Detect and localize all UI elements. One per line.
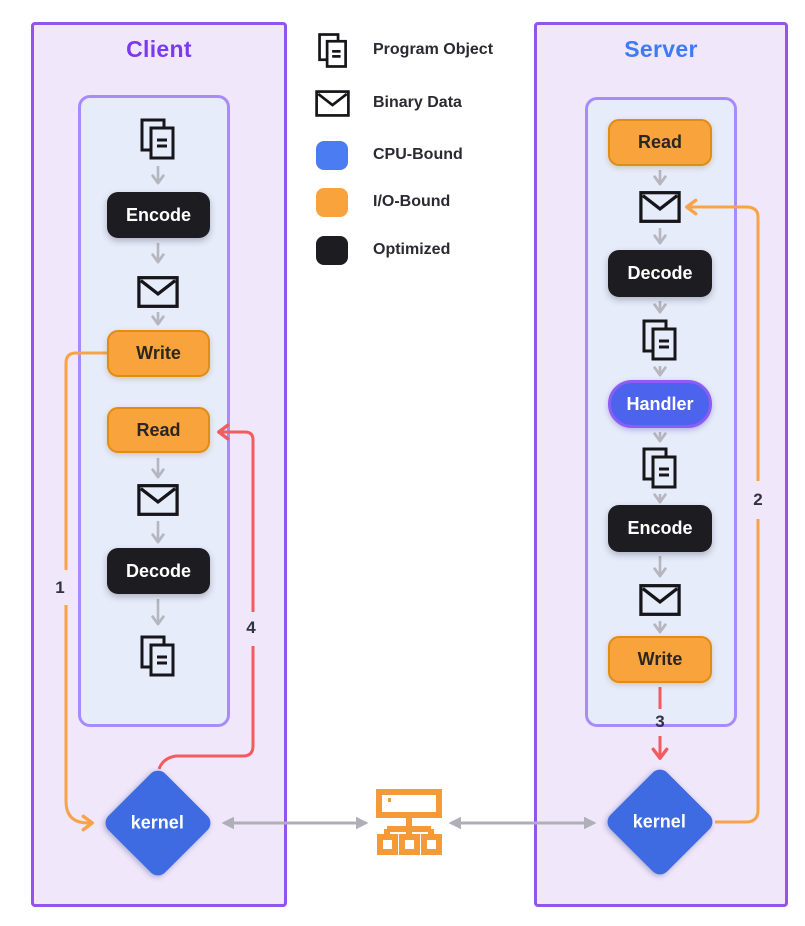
server-handler-label: Handler [626,393,694,414]
step4-line-upper-arrow [217,423,255,612]
client-program-object-icon-top [138,117,178,161]
legend-label-io-bound: I/O-Bound [373,193,451,210]
server-binary-data-icon-1 [639,190,681,224]
server-kernel-label: kernel [633,811,687,832]
step-1-label: 1 [55,578,65,597]
legend-label-optimized: Optimized [373,241,451,258]
optimized-swatch [316,236,348,265]
server-decode-label: Decode [627,263,693,283]
server-decode-node: Decode [608,250,712,297]
network-icon [374,789,444,855]
legend-label-binary-data: Binary Data [373,94,462,111]
client-write-node: Write [107,330,210,377]
server-handler-node: Handler [608,380,712,428]
client-read-label: Read [136,419,181,440]
client-decode-node: Decode [107,548,210,594]
client-kernel-label: kernel [131,812,185,833]
client-read-node: Read [107,407,210,453]
cpu-bound-swatch [316,141,348,170]
client-write-label: Write [136,343,181,363]
server-write-label: Write [637,649,683,669]
step1-line-upper [64,351,107,570]
client-program-object-icon-bottom [138,634,178,678]
step-3-label: 3 [655,712,665,731]
server-program-object-icon-bottom [640,446,680,490]
client-decode-label: Decode [125,560,192,581]
step4-line-lower [157,646,255,770]
step-2-label: 2 [753,490,763,509]
server-write-node: Write [608,636,712,683]
io-bound-swatch [316,188,348,217]
server-title: Server [624,36,698,62]
step2-line-upper-arrow [685,198,760,481]
client-encode-label: Encode [125,204,191,225]
step-4-label: 4 [246,618,256,637]
step1-line-lower-arrow [64,605,94,832]
server-binary-data-icon-2 [639,583,681,617]
legend-label-cpu-bound: CPU-Bound [373,146,463,163]
server-encode-node: Encode [608,505,712,552]
client-title: Client [126,36,192,62]
legend-label-program-object: Program Object [373,41,494,58]
server-program-object-icon-top [640,318,680,362]
binary-data-icon [315,90,350,117]
client-binary-data-icon-2 [137,483,179,517]
program-object-icon [316,32,350,69]
step2-line-lower [715,519,760,824]
server-read-node: Read [608,119,712,166]
client-binary-data-icon-1 [137,275,179,309]
server-read-label: Read [637,132,682,152]
client-encode-node: Encode [107,192,210,238]
server-encode-label: Encode [627,518,693,538]
